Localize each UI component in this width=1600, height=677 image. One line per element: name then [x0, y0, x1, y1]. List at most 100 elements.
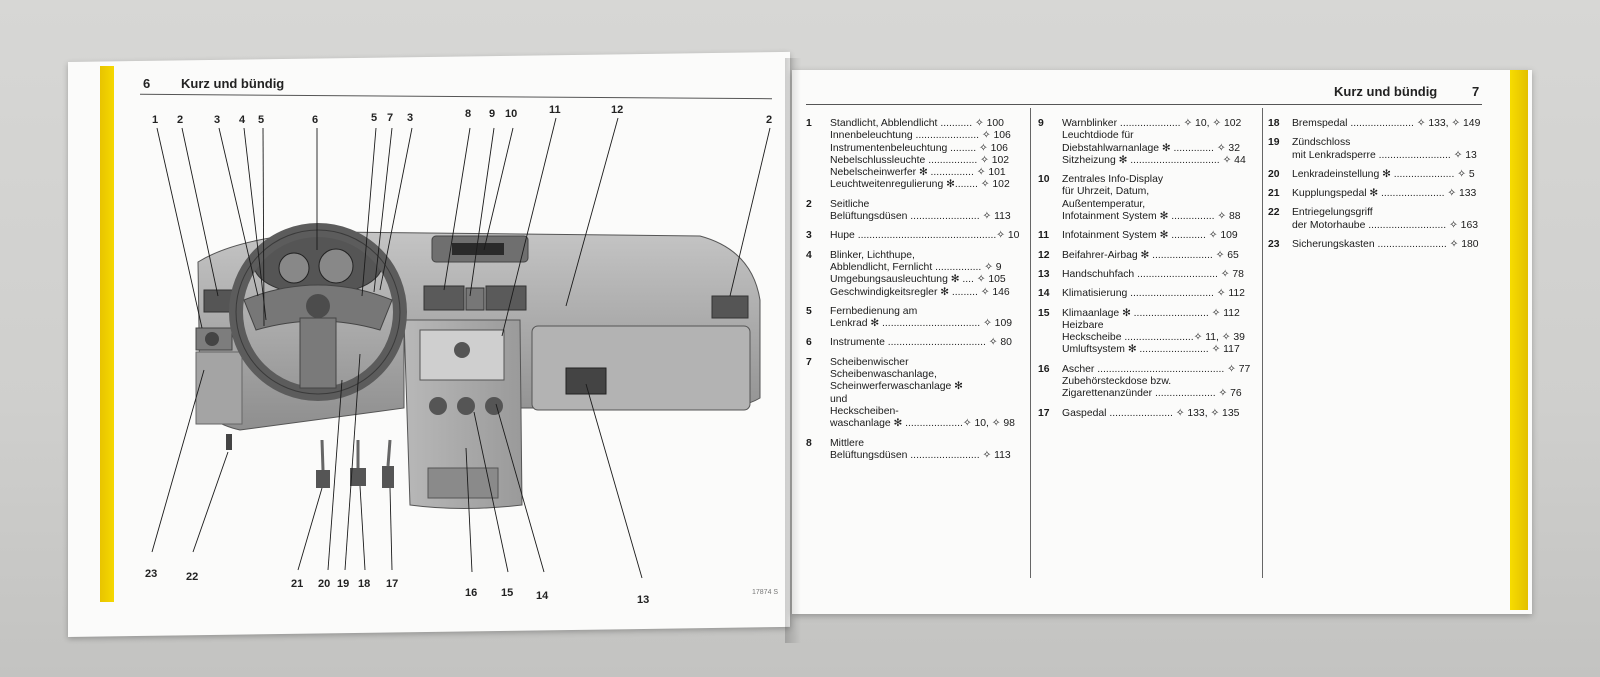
legend-entry-number: 11 [1038, 230, 1049, 242]
legend-entry-number: 6 [806, 337, 812, 349]
legend-entry-line: Diebstahlwarnanlage ✻ .............. ✧ 3… [1062, 142, 1240, 154]
legend-entry-line: Heckscheiben- [830, 405, 899, 417]
hazard-switch [465, 287, 485, 311]
legend-entry-line: Sicherungskasten .......................… [1292, 239, 1479, 251]
callout-number: 23 [145, 568, 158, 580]
legend-entry-text: Gaspedal ...................... ✧ 133, ✧… [1062, 408, 1239, 420]
legend-entry-line: Blinker, Lichthupe, [830, 249, 915, 261]
legend-entry-number: 3 [806, 230, 812, 242]
legend-entry-line: Nebelschlussleuchte ................. ✧ … [830, 154, 1010, 166]
column-divider [1030, 108, 1031, 578]
legend-entry-line: Infotainment System ✻ ............ ✧ 109 [1062, 230, 1238, 242]
legend-entry-line: Scheinwerferwaschanlage ✻ [830, 381, 963, 393]
legend-entry-line: der Motorhaube .........................… [1292, 219, 1479, 231]
callout-number: 2 [177, 114, 184, 126]
side-vent-right [711, 295, 749, 319]
legend-entry-line: Seitliche [830, 198, 870, 210]
legend-entry-number: 10 [1038, 174, 1050, 186]
legend-entry-number: 12 [1038, 249, 1050, 261]
legend-entry-line: Umgebungsausleuchtung ✻ .... ✧ 105 [830, 274, 1006, 286]
legend-entry-line: Zentrales Info-Display [1062, 174, 1164, 186]
glovebox-handle [565, 367, 607, 395]
legend-entry: 11 Infotainment System ✻ ............ ✧ 1… [1038, 230, 1256, 242]
legend-entry-text: Sicherungskasten .......................… [1292, 239, 1479, 251]
legend-entry: 3 Hupe ..................................… [806, 230, 1024, 242]
legend-entry-number: 5 [806, 305, 812, 317]
legend-entry-text: Standlicht, Abblendlicht ........... ✧ 1… [830, 118, 1011, 192]
legend-entry-line: Hupe ...................................… [830, 230, 1020, 242]
callout-number: 15 [501, 587, 514, 599]
callout-number: 18 [358, 578, 371, 590]
callout-number: 17 [386, 578, 399, 590]
legend-entry-number: 18 [1268, 118, 1280, 129]
callout-number: 6 [312, 114, 319, 126]
legend-entry-line: Scheibenwaschanlage, [830, 369, 937, 381]
legend-entry-line: Klimaanlage ✻ ..........................… [1062, 307, 1240, 319]
legend-entry-line: Zubehörsteckdose bzw. [1062, 376, 1172, 388]
left-page-edge [100, 66, 114, 602]
callout-number: 8 [465, 108, 472, 120]
ashtray [427, 467, 499, 499]
legend-entry-line: Klimatisierung .........................… [1062, 288, 1245, 300]
legend-entry-line: Handschuhfach ..........................… [1062, 268, 1244, 280]
legend-entry-line: Innenbeleuchtung ...................... … [830, 130, 1011, 142]
legend-entry-line: Instrumentenbeleuchtung ......... ✧ 106 [830, 142, 1008, 154]
callout-number: 14 [536, 590, 549, 602]
legend-entry-line: Zigarettenanzünder .....................… [1062, 388, 1242, 400]
callout-number: 3 [407, 112, 414, 124]
legend-entry-line: Gaspedal ...................... ✧ 133, ✧… [1062, 407, 1240, 419]
legend-entry: 12 Beifahrer-Airbag ✻ ...................… [1038, 250, 1256, 262]
legend-entry-text: Bremspedal ...................... ✧ 133,… [1292, 118, 1480, 130]
legend-entry-text: Hupe ...................................… [830, 230, 1019, 242]
center-vent-right [485, 285, 527, 311]
callout-number: 1 [152, 114, 159, 126]
legend-entry-number: 17 [1038, 407, 1050, 419]
legend-entry-number: 16 [1038, 363, 1050, 375]
legend-column-3: 18 Bremspedal ...................... ✧ 13… [1268, 118, 1492, 258]
callout-number: 16 [465, 587, 478, 599]
callout-number: 21 [291, 578, 304, 590]
legend-entry-number: 22 [1268, 207, 1280, 219]
callout-number: 2 [766, 114, 773, 126]
clutch-pedal [316, 470, 330, 488]
brake-pedal [350, 468, 366, 486]
callout-number: 13 [637, 594, 650, 606]
legend-entry-line: Entriegelungsgriff [1292, 207, 1373, 219]
legend-entry-number: 2 [806, 198, 812, 210]
legend-entry-number: 7 [806, 356, 812, 368]
legend-entry-text: Handschuhfach ..........................… [1062, 269, 1244, 281]
legend-entry-line: Fernbedienung am [830, 305, 918, 317]
legend-entry-line: Bremspedal ...................... ✧ 133,… [1292, 118, 1481, 129]
legend-entry-number: 13 [1038, 268, 1050, 280]
legend-entry-line: Leuchtdiode für [1062, 130, 1134, 142]
legend-entry-line: Warnblinker ..................... ✧ 10, … [1062, 118, 1242, 129]
legend-entry-text: Beifahrer-Airbag ✻ .....................… [1062, 250, 1239, 262]
legend-entry-text: Infotainment System ✻ ............ ✧ 109 [1062, 230, 1238, 242]
right-page-title: Kurz und bündig [1334, 84, 1438, 99]
legend-entry-text: Ascher .................................… [1062, 364, 1250, 401]
book-gutter [785, 58, 801, 643]
right-header-rule [806, 104, 1482, 105]
legend-entry-text: Blinker, Lichthupe,Abblendlicht, Fernlic… [830, 250, 1010, 299]
legend-entry-text: Kupplungspedal ✻ ...................... … [1292, 188, 1476, 200]
callout-leader-lines [151, 117, 771, 579]
figure-id: 17874 S [752, 589, 779, 596]
right-page [792, 70, 1532, 614]
